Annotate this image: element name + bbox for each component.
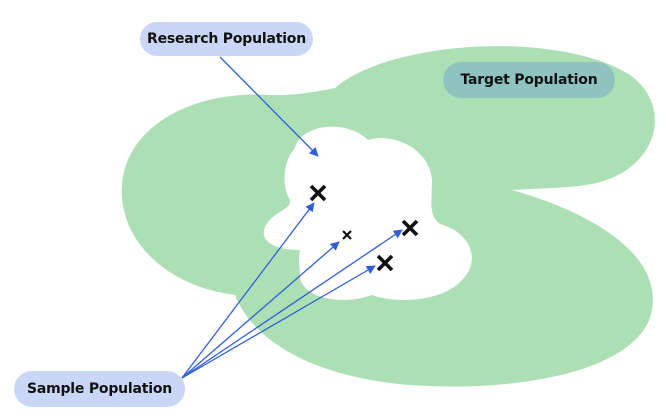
sample-arrow-1 — [181, 202, 315, 379]
sample-markers — [309, 184, 419, 272]
sample-arrow-3 — [181, 229, 403, 379]
x-mark-icon — [342, 230, 352, 240]
sample-arrows — [181, 202, 403, 379]
x-mark-icon — [401, 219, 419, 237]
sample-population-label: Sample Population — [14, 371, 185, 407]
x-mark-icon — [376, 254, 394, 272]
target-population-label: Target Population — [443, 62, 615, 98]
research-population-label: Research Population — [140, 22, 313, 56]
sample-arrow-2 — [181, 241, 340, 379]
x-mark-icon — [309, 184, 327, 202]
sample-arrow-4 — [181, 265, 376, 379]
research-arrow — [219, 56, 319, 157]
research-population-region — [263, 126, 472, 300]
